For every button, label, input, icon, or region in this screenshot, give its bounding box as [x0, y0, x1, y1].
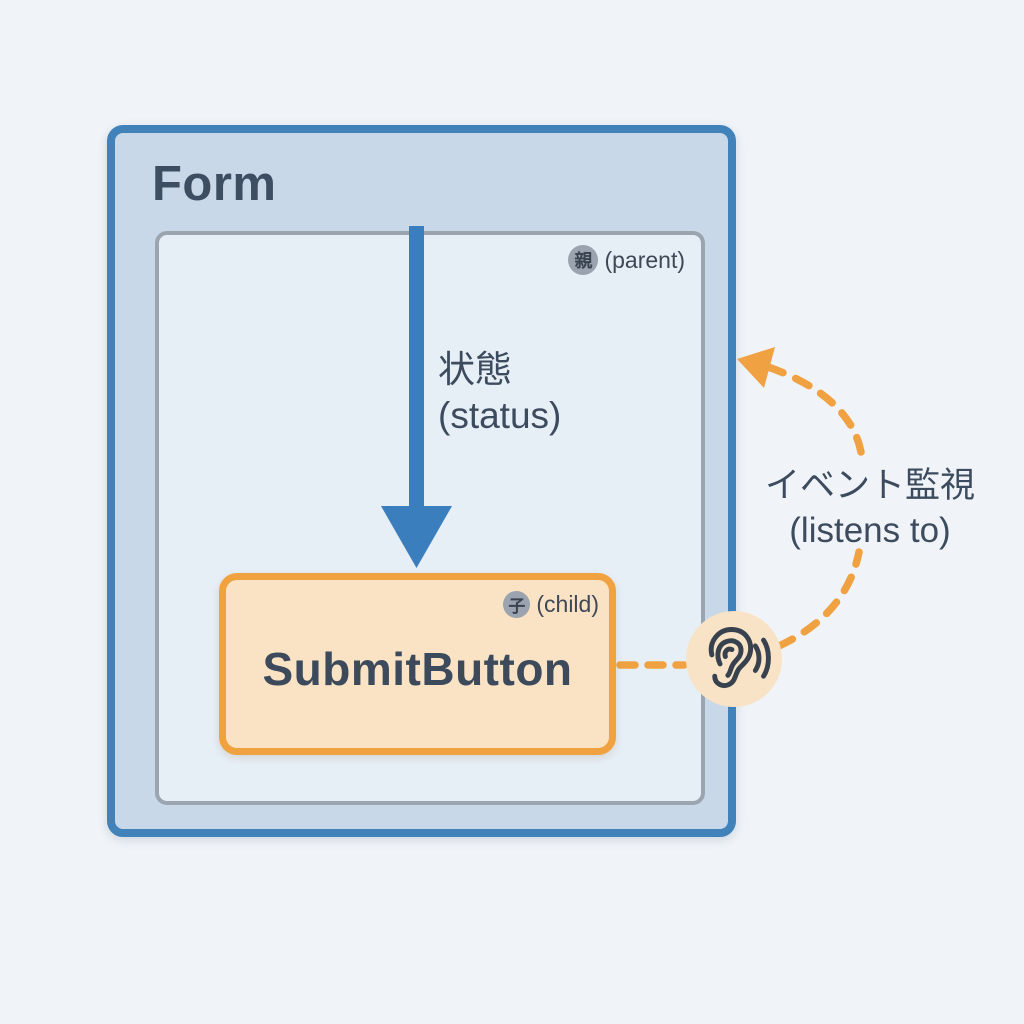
form-title: Form	[152, 157, 277, 211]
ear-icon	[708, 627, 771, 689]
submit-button-box: 子 (child) SubmitButton	[219, 573, 616, 755]
child-badge: 子 (child)	[503, 591, 599, 618]
parent-badge-label: (parent)	[604, 246, 685, 273]
listens-arrow-upper-arc	[764, 363, 865, 456]
status-arrow-label: 状態 (status)	[438, 347, 561, 439]
listens-to-label: イベント監視 (listens to)	[745, 463, 995, 553]
submit-button-label: SubmitButton	[262, 643, 573, 695]
child-badge-label: (child)	[536, 591, 599, 617]
child-badge-circle: 子	[503, 591, 531, 618]
listener-circle	[686, 611, 782, 707]
listens-label-ja: イベント監視	[764, 466, 975, 505]
parent-badge-circle: 親	[568, 245, 599, 275]
status-label-en: (status)	[438, 395, 562, 436]
parent-badge: 親 (parent)	[568, 245, 685, 275]
listens-arrow-lower-arc	[775, 548, 863, 650]
listens-arrowhead-icon	[737, 347, 775, 388]
listens-label-en: (listens to)	[789, 511, 951, 550]
status-label-ja: 状態	[438, 349, 512, 390]
